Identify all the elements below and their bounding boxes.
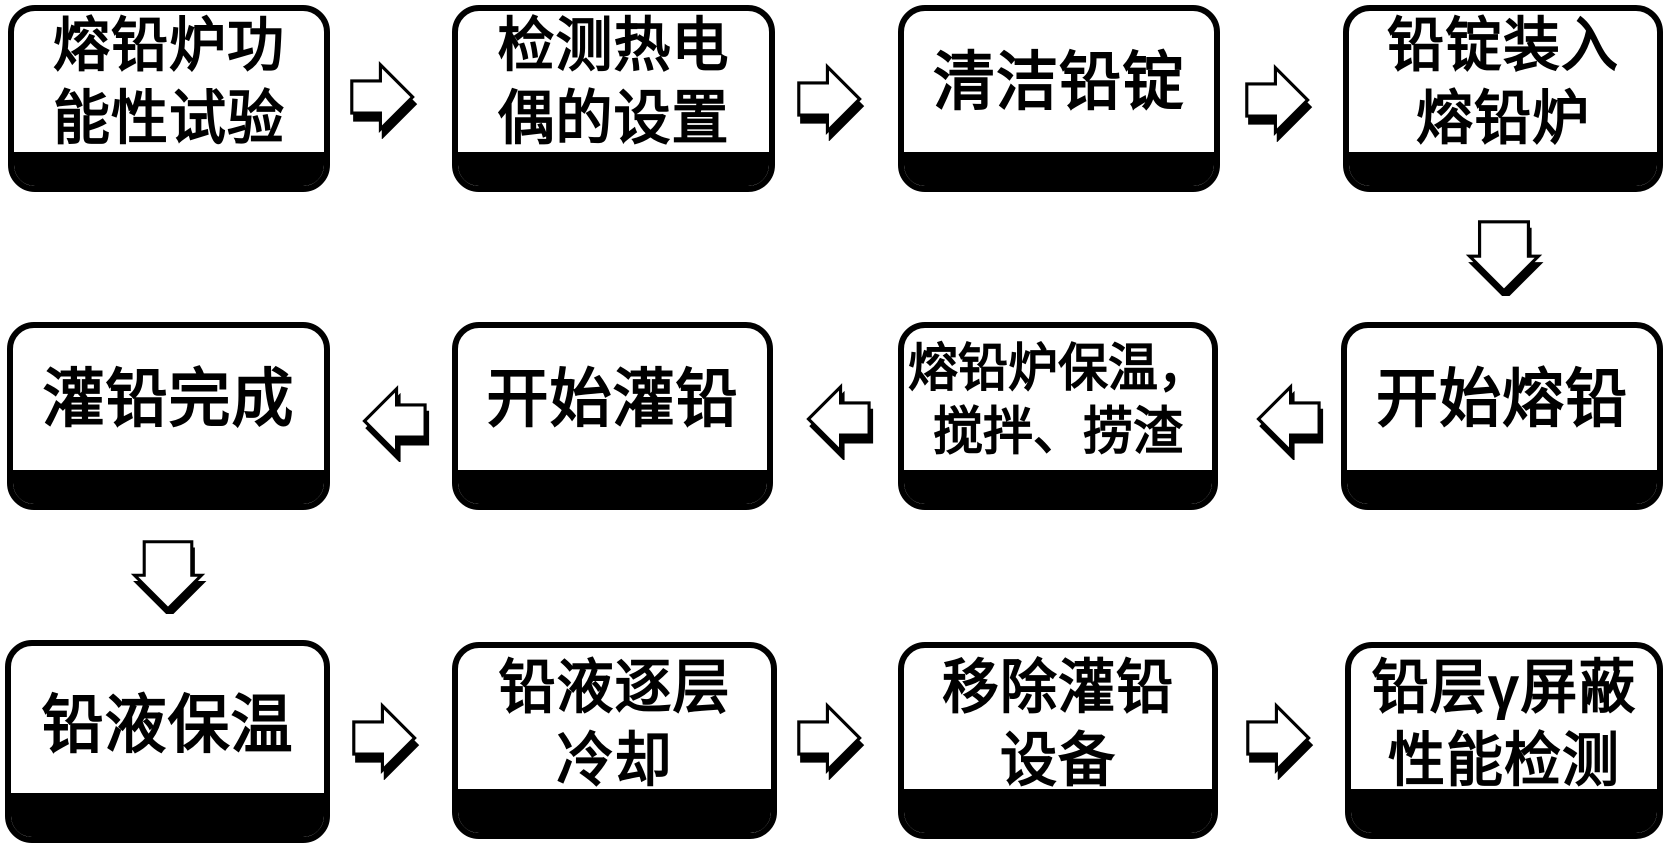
arrow-right-icon [797,57,865,141]
flow-node-label: 铅锭装入 熔铅炉 [1387,12,1619,152]
flow-node-label: 开始灌铅 [486,364,739,436]
flow-node-n4: 铅锭装入 熔铅炉 [1343,5,1663,192]
flow-node-label: 移除灌铅 设备 [942,654,1174,794]
flow-node-n9: 铅液保温 [5,640,330,843]
node-shadow-bar [904,789,1212,833]
arrow-down-icon [1464,220,1544,296]
flow-node-label: 检测热电 偶的设置 [497,12,730,152]
arrow-right-icon [350,55,418,139]
flow-node-label: 铅层γ屏蔽 性能检测 [1371,654,1637,794]
flow-node-label: 熔铅炉保温， 搅拌、捞渣 [908,339,1208,461]
arrow-left-icon [1250,378,1324,460]
node-shadow-bar [904,470,1212,504]
arrow-left-icon [800,378,874,460]
flow-node-n1: 熔铅炉功 能性试验 [8,5,330,192]
flow-node-label: 清洁铅锭 [932,46,1185,119]
flow-node-n8: 开始熔铅 [1341,322,1663,510]
flow-node-n11: 移除灌铅 设备 [898,642,1218,839]
arrow-left-icon [356,380,430,462]
flow-node-label: 开始熔铅 [1375,364,1628,436]
node-shadow-bar [458,470,767,504]
flow-node-n10: 铅液逐层 冷却 [452,642,777,839]
node-shadow-bar [1347,470,1657,504]
node-shadow-bar [904,152,1214,186]
node-shadow-bar [458,789,771,833]
flow-node-n2: 检测热电 偶的设置 [452,5,775,192]
node-shadow-bar [458,152,769,186]
flow-node-label: 熔铅炉功 能性试验 [53,12,285,152]
arrow-right-icon [797,696,865,780]
flow-node-n7: 熔铅炉保温， 搅拌、捞渣 [898,322,1218,510]
arrow-right-icon [1246,696,1314,780]
flow-node-label: 灌铅完成 [42,364,295,436]
node-shadow-bar [1351,789,1657,833]
node-shadow-bar [1349,152,1657,186]
flow-node-label: 铅液保温 [41,689,294,762]
flow-node-n12: 铅层γ屏蔽 性能检测 [1345,642,1663,839]
flow-node-n3: 清洁铅锭 [898,5,1220,192]
arrow-down-icon [128,540,208,614]
arrow-right-icon [352,696,420,780]
arrow-right-icon [1245,58,1313,142]
node-shadow-bar [11,793,324,837]
flow-node-n6: 开始灌铅 [452,322,773,510]
node-shadow-bar [13,470,324,504]
node-shadow-bar [14,152,324,186]
flow-node-label: 铅液逐层 冷却 [498,654,731,794]
flow-node-n5: 灌铅完成 [7,322,330,510]
